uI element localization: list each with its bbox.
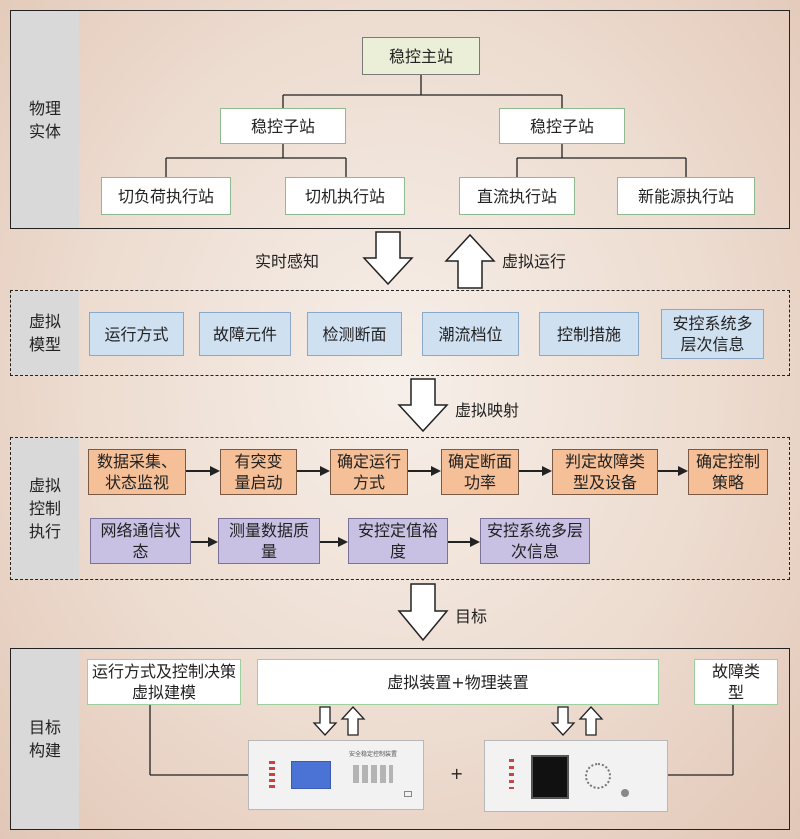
device-title: 安全稳定控制装置 <box>349 751 398 758</box>
small-arrow-down-1 <box>312 706 338 736</box>
plus-sign: + <box>450 764 464 783</box>
master-station: 稳控主站 <box>362 37 480 75</box>
device-leds <box>269 761 275 789</box>
section-label-virtual-model: 虚拟模型 <box>11 291 79 375</box>
device-port <box>404 791 412 797</box>
model-flow-gear: 潮流档位 <box>422 312 519 356</box>
exec-station-load: 切负荷执行站 <box>101 177 231 215</box>
ctrl-data-collect: 数据采集、状态监视 <box>88 449 186 495</box>
ctrl-determine-mode: 确定运行方式 <box>330 449 408 495</box>
device-leds-right <box>509 759 514 789</box>
section-label-virtual-control: 虚拟控制执行 <box>11 438 79 579</box>
exec-station-dc: 直流执行站 <box>459 177 575 215</box>
ctrl-strategy: 确定控制策略 <box>688 449 768 495</box>
device-physical <box>484 740 668 812</box>
arrow-up-run <box>444 233 496 289</box>
label-mapping: 虚拟映射 <box>455 401 520 420</box>
ctrl-multi-info: 安控系统多层次信息 <box>480 518 590 564</box>
target-device-box: 虚拟装置+物理装置 <box>257 659 659 705</box>
small-arrow-up-2 <box>578 706 604 736</box>
section-label-target: 目标构建 <box>11 649 79 829</box>
sub-station-left: 稳控子站 <box>220 108 346 144</box>
arrow-down-sense <box>362 231 414 286</box>
device-virtual: 安全稳定控制装置 <box>248 740 424 810</box>
model-run-mode: 运行方式 <box>89 312 184 356</box>
model-detect-section: 检测断面 <box>307 312 402 356</box>
device-keypad <box>353 765 393 783</box>
physical-section: 物理实体 <box>10 10 790 229</box>
device-dial <box>585 763 611 789</box>
sub-station-right: 稳控子站 <box>499 108 625 144</box>
arrow-down-mapping <box>397 378 449 433</box>
section-label-physical: 物理实体 <box>11 11 79 228</box>
device-screen-dark <box>531 755 569 799</box>
ctrl-measure-quality: 测量数据质量 <box>218 518 320 564</box>
device-button <box>621 789 629 797</box>
device-screen <box>291 761 331 789</box>
label-goal: 目标 <box>455 607 488 626</box>
ctrl-network-state: 网络通信状态 <box>90 518 191 564</box>
model-multi-info: 安控系统多层次信息 <box>661 309 764 359</box>
ctrl-setting-margin: 安控定值裕度 <box>348 518 448 564</box>
label-sense: 实时感知 <box>255 252 320 271</box>
model-fault-element: 故障元件 <box>199 312 291 356</box>
exec-station-renewable: 新能源执行站 <box>617 177 755 215</box>
ctrl-fault-type: 判定故障类型及设备 <box>552 449 658 495</box>
model-control-measure: 控制措施 <box>539 312 639 356</box>
small-arrow-up-1 <box>340 706 366 736</box>
virtual-model-section: 虚拟模型 <box>10 290 790 376</box>
exec-station-gen: 切机执行站 <box>285 177 405 215</box>
target-section: 目标构建 <box>10 648 790 830</box>
virtual-control-section: 虚拟控制执行 <box>10 437 790 580</box>
ctrl-mutation-start: 有突变量启动 <box>220 449 297 495</box>
target-modeling-box: 运行方式及控制决策虚拟建模 <box>87 659 241 705</box>
ctrl-section-power: 确定断面功率 <box>441 449 519 495</box>
target-fault-type-box: 故障类型 <box>694 659 778 705</box>
label-run: 虚拟运行 <box>502 252 567 271</box>
small-arrow-down-2 <box>550 706 576 736</box>
arrow-down-goal <box>397 583 449 642</box>
